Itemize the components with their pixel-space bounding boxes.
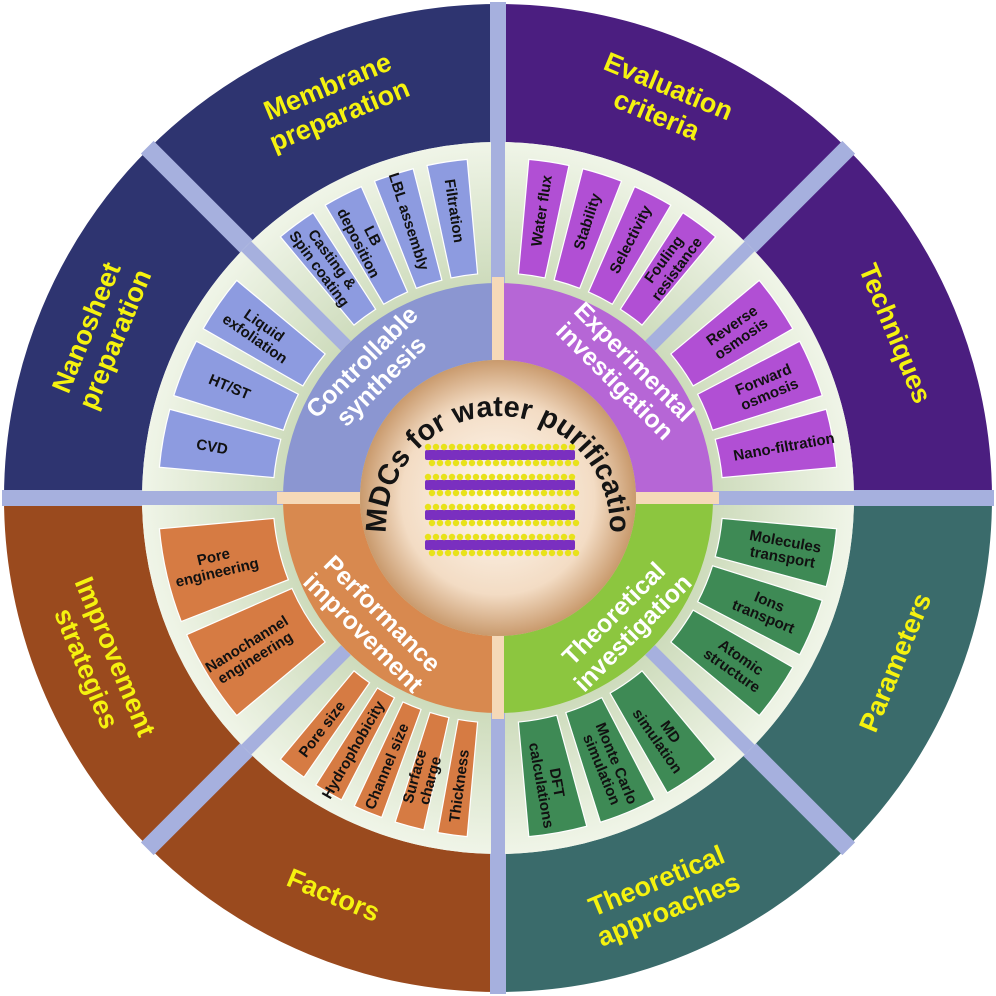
- item-band: [314, 687, 396, 801]
- sector-approaches: [498, 749, 848, 992]
- sector-nanosheet: [4, 148, 247, 498]
- sector-techniques: [749, 148, 992, 498]
- item-band: [437, 718, 479, 838]
- sector-factors: [148, 749, 498, 992]
- item-band: [517, 158, 570, 279]
- category-ring: [277, 277, 719, 719]
- item-band: [173, 340, 300, 431]
- tmdc-layer-icon: [424, 503, 580, 527]
- ring-separator: [645, 241, 755, 351]
- item-band: [609, 670, 717, 794]
- category-perf: [283, 498, 498, 713]
- item-label: CVD: [195, 436, 229, 458]
- item-band: [553, 168, 623, 290]
- item-band: [202, 279, 326, 387]
- item-band: [185, 587, 326, 717]
- category-exp: [498, 283, 713, 498]
- ring-separator: [241, 645, 351, 755]
- item-band: [158, 408, 282, 479]
- item-band: [394, 711, 450, 831]
- item-band: [565, 696, 656, 823]
- item-band: [324, 185, 409, 306]
- item-band: [714, 408, 838, 479]
- ring-separator: [645, 645, 755, 755]
- ring-separator: [241, 241, 351, 351]
- tmdc-layer-icon: [424, 443, 580, 467]
- sector-parameters: [749, 498, 992, 848]
- item-band: [619, 211, 717, 326]
- sector-evaluation: [498, 4, 848, 247]
- item-band: [696, 565, 823, 656]
- item-band: [517, 714, 588, 838]
- item-band: [279, 670, 371, 779]
- category-synth: [283, 283, 498, 498]
- sector-membrane: [148, 4, 498, 247]
- hub-circle: [360, 360, 636, 636]
- item-band: [670, 279, 794, 387]
- item-band: [714, 517, 838, 588]
- item-band: [587, 185, 672, 306]
- sector-improvement: [4, 498, 247, 848]
- category-theo: [498, 498, 713, 713]
- item-band: [353, 701, 422, 819]
- item-band: [279, 211, 377, 326]
- tmdc-layer-icon: [424, 533, 580, 557]
- item-label-group: CVD: [195, 436, 229, 458]
- item-band: [158, 517, 290, 623]
- item-band: [373, 168, 443, 290]
- tmdc-layer-icon: [424, 473, 580, 497]
- item-band: [670, 609, 794, 717]
- item-band: [696, 340, 823, 431]
- item-band: [426, 158, 479, 279]
